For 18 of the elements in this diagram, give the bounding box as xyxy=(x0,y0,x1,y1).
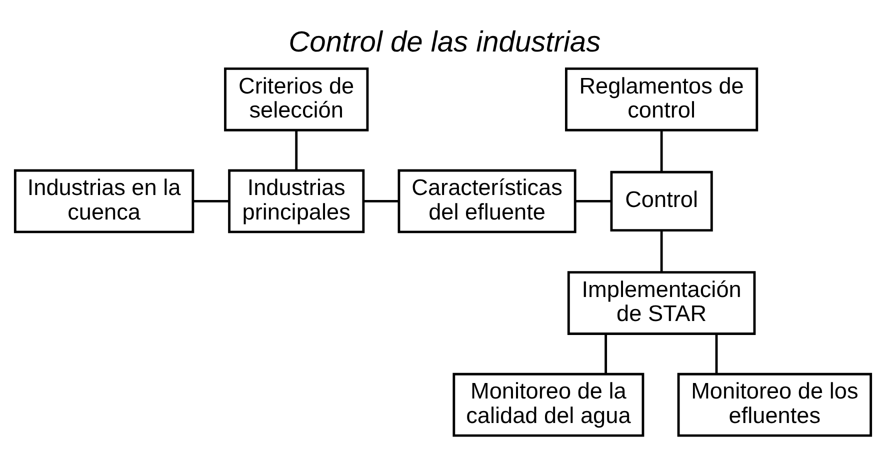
node-box: Implementación de STAR xyxy=(567,271,756,335)
node-box: Monitoreo de los efluentes xyxy=(677,372,872,437)
connector xyxy=(660,230,663,272)
diagram-title: Control de las industrias xyxy=(288,26,601,59)
connector xyxy=(364,200,399,202)
node-box: Industrias principales xyxy=(228,169,365,234)
node-box: Control xyxy=(610,170,713,232)
connector xyxy=(575,200,612,202)
node-box: Reglamentos de control xyxy=(565,68,758,132)
connector xyxy=(295,130,298,170)
connector xyxy=(660,130,663,172)
connector xyxy=(715,334,718,374)
connector xyxy=(193,200,230,202)
connector xyxy=(604,334,608,374)
node-box: Características del efluente xyxy=(398,169,576,234)
node-box: Industrias en la cuenca xyxy=(14,169,194,234)
node-box: Criterios de selección xyxy=(224,68,369,132)
node-box: Monitoreo de la calidad del agua xyxy=(452,372,644,437)
